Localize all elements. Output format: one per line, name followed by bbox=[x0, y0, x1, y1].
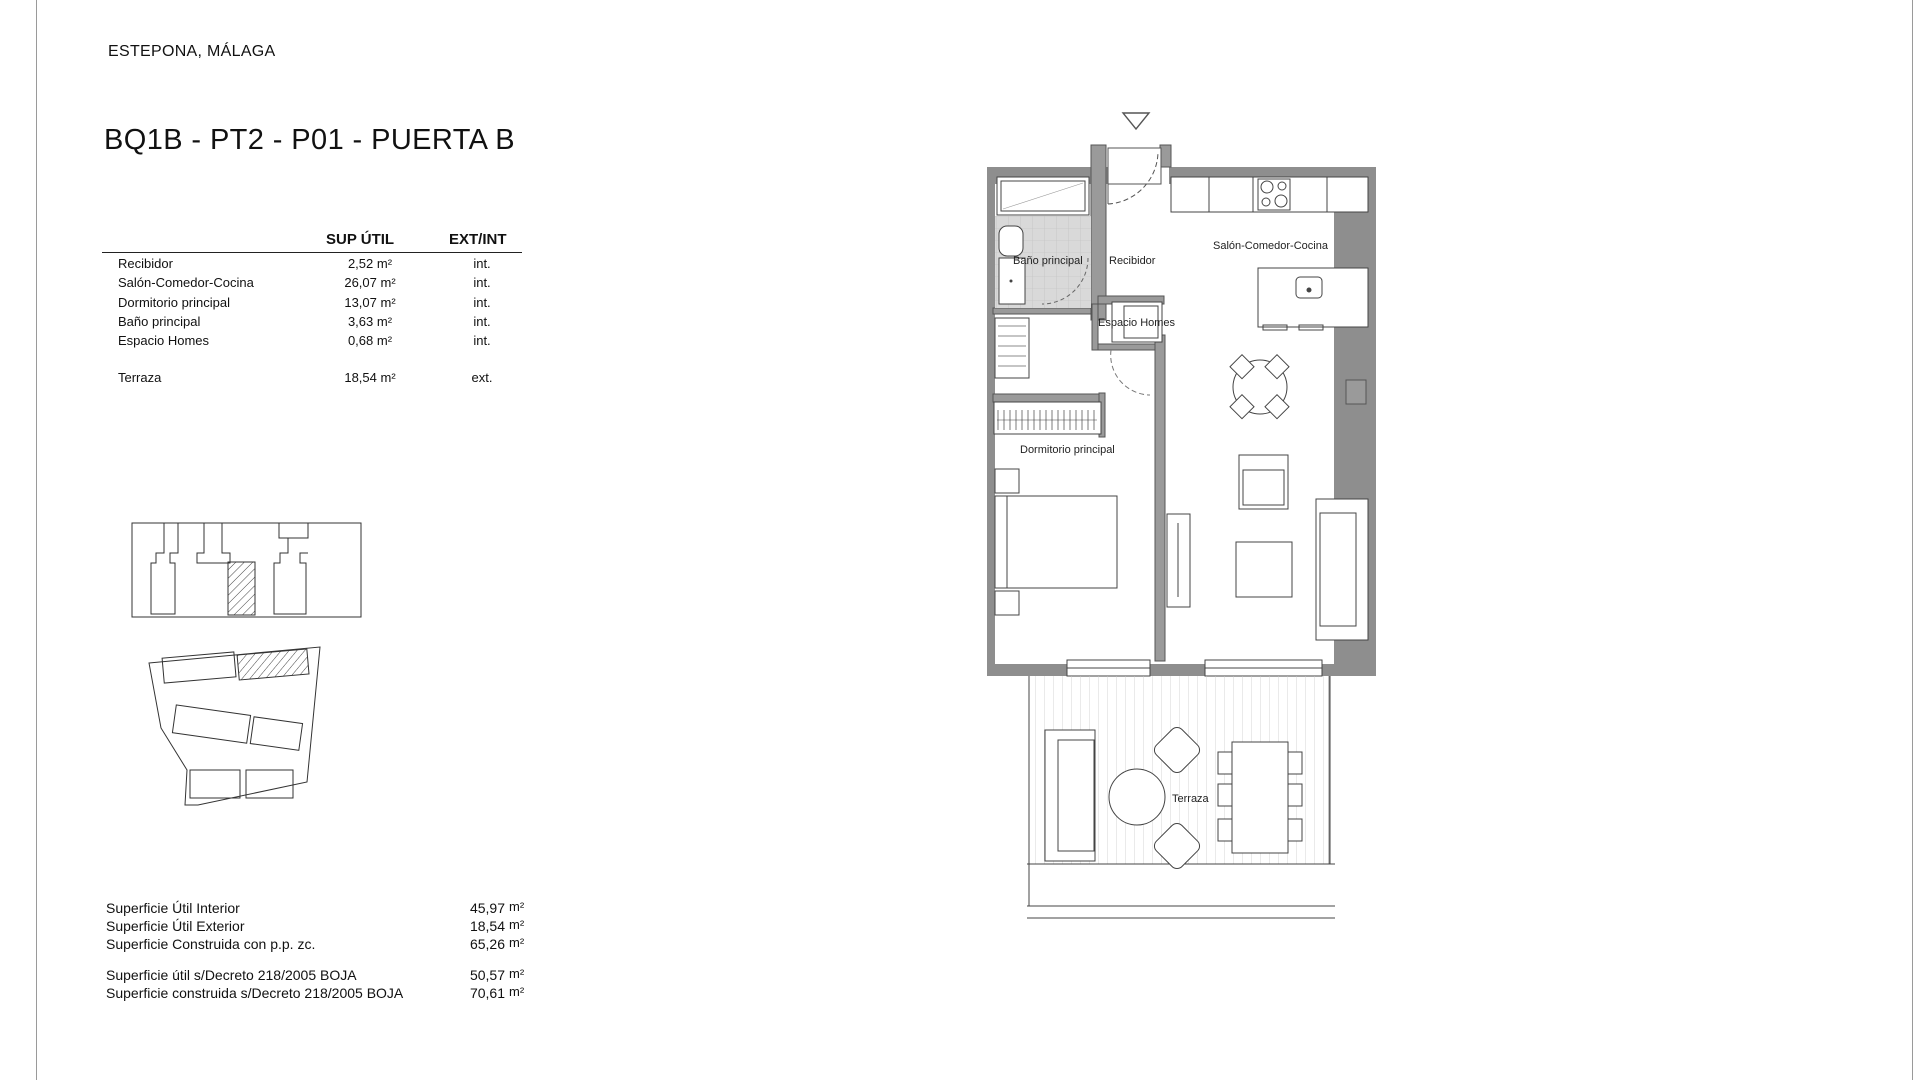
table-row: Recibidor 2,52 m² int. bbox=[102, 253, 522, 272]
unit-title: BQ1B - PT2 - P01 - PUERTA B bbox=[104, 124, 516, 156]
room-label-bedroom: Dormitorio principal bbox=[1020, 444, 1115, 456]
total-row: Superficie Útil Interior 45,97 m² bbox=[106, 899, 536, 918]
room-area: 0,68 m² bbox=[347, 333, 393, 349]
total-unit: m² bbox=[509, 966, 525, 981]
room-name: Baño principal bbox=[118, 313, 201, 329]
terrace bbox=[1027, 676, 1335, 919]
total-value: 18,54 bbox=[469, 918, 505, 934]
total-unit: m² bbox=[509, 917, 525, 932]
entry-door bbox=[1107, 147, 1162, 205]
bed bbox=[994, 495, 1118, 589]
total-label: Superficie útil s/Decreto 218/2005 BOJA bbox=[106, 967, 357, 983]
total-label: Superficie Útil Exterior bbox=[106, 918, 245, 934]
total-value: 50,57 bbox=[469, 967, 505, 983]
room-type: int. bbox=[473, 275, 491, 291]
column-header-sup-util: SUP ÚTIL bbox=[326, 231, 395, 248]
total-label: Superficie Útil Interior bbox=[106, 900, 240, 916]
kitchen bbox=[1170, 176, 1369, 331]
total-row: Superficie construida s/Decreto 218/2005… bbox=[106, 984, 536, 1003]
room-name: Salón-Comedor-Cocina bbox=[118, 275, 254, 291]
room-type: int. bbox=[473, 256, 491, 271]
bedroom-furniture bbox=[993, 401, 1118, 616]
room-type: int. bbox=[473, 313, 491, 329]
location-label: ESTEPONA, MÁLAGA bbox=[108, 43, 276, 60]
nightstand bbox=[994, 468, 1020, 494]
total-unit: m² bbox=[509, 899, 525, 914]
table-row: Terraza 18,54 m² ext. bbox=[102, 367, 522, 386]
room-area: 3,63 m² bbox=[347, 313, 393, 329]
floor-plan: Baño principal Recibidor Salón-Comedor-C… bbox=[987, 144, 1376, 919]
room-name: Dormitorio principal bbox=[118, 294, 230, 310]
total-row: Superficie Construida con p.p. zc. 65,26… bbox=[106, 935, 536, 954]
coffee-table bbox=[1235, 541, 1293, 598]
sink-icon bbox=[1295, 276, 1323, 299]
nightstand bbox=[994, 590, 1020, 616]
terrace-round-table bbox=[1108, 768, 1166, 826]
room-area: 18,54 m² bbox=[344, 370, 396, 386]
surfaces-table: SUP ÚTIL EXT/INT Recibidor 2,52 m² int. … bbox=[102, 230, 522, 387]
total-label: Superficie construida s/Decreto 218/2005… bbox=[106, 985, 404, 1001]
total-row: Superficie útil s/Decreto 218/2005 BOJA … bbox=[106, 966, 536, 985]
sheet-right-border bbox=[1912, 0, 1913, 1080]
room-label-hall: Recibidor bbox=[1109, 255, 1156, 267]
living-furniture bbox=[1166, 454, 1369, 641]
total-value: 45,97 bbox=[469, 900, 505, 916]
total-unit: m² bbox=[509, 935, 525, 950]
room-label-living: Salón-Comedor-Cocina bbox=[1213, 240, 1329, 252]
storage-shelves bbox=[994, 317, 1030, 379]
toilet-icon bbox=[998, 225, 1024, 257]
total-value: 70,61 bbox=[469, 985, 505, 1001]
terrace-chair bbox=[1153, 726, 1201, 774]
surface-totals: Superficie Útil Interior 45,97 m² Superf… bbox=[106, 899, 536, 1003]
column-header-ext-int: EXT/INT bbox=[449, 231, 507, 248]
key-plan-block bbox=[131, 522, 362, 618]
room-label-terrace: Terraza bbox=[1172, 793, 1210, 805]
room-type: int. bbox=[473, 294, 491, 310]
wardrobe bbox=[993, 401, 1102, 435]
table-row: Salón-Comedor-Cocina 26,07 m² int. bbox=[102, 272, 522, 291]
terrace-dining-table bbox=[1231, 741, 1289, 854]
dining-table bbox=[1229, 353, 1290, 420]
room-name: Terraza bbox=[118, 370, 162, 386]
key-plan-site bbox=[148, 646, 321, 806]
room-name: Espacio Homes bbox=[118, 333, 210, 349]
homes-space bbox=[1110, 301, 1163, 396]
cooktop-burner-icon bbox=[1260, 180, 1274, 194]
terrace-chair bbox=[1153, 822, 1201, 870]
room-area: 26,07 m² bbox=[344, 275, 396, 291]
total-label: Superficie Construida con p.p. zc. bbox=[106, 936, 316, 952]
table-row: Dormitorio principal 13,07 m² int. bbox=[102, 292, 522, 311]
bathroom bbox=[994, 176, 1091, 379]
total-unit: m² bbox=[509, 984, 525, 999]
windows bbox=[1066, 659, 1323, 677]
room-type: int. bbox=[473, 333, 491, 349]
total-row: Superficie Útil Exterior 18,54 m² bbox=[106, 917, 536, 936]
room-area: 2,52 m² bbox=[347, 256, 393, 271]
surfaces-table-header: SUP ÚTIL EXT/INT bbox=[102, 230, 522, 253]
table-row: Baño principal 3,63 m² int. bbox=[102, 311, 522, 330]
entrance-arrow-icon bbox=[1121, 112, 1151, 131]
room-label-homes: Espacio Homes bbox=[1098, 317, 1176, 329]
table-row: Espacio Homes 0,68 m² int. bbox=[102, 330, 522, 349]
interior-walls bbox=[992, 144, 1367, 662]
sheet-left-border bbox=[36, 0, 37, 1080]
total-value: 65,26 bbox=[469, 936, 505, 952]
room-name: Recibidor bbox=[118, 256, 173, 271]
room-type: ext. bbox=[471, 370, 493, 386]
room-label-bathroom: Baño principal bbox=[1013, 255, 1083, 267]
room-area: 13,07 m² bbox=[344, 294, 396, 310]
